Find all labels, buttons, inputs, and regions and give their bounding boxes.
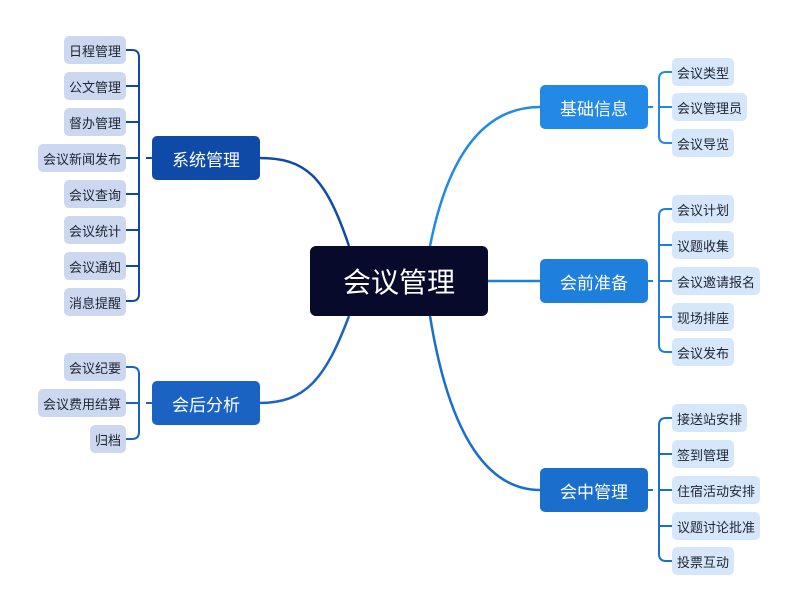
leaf-voting[interactable]: 投票互动 [672, 547, 735, 575]
leaf-topic-approval[interactable]: 议题讨论批准 [672, 512, 761, 540]
branch-in-meeting[interactable]: 会中管理 [540, 468, 648, 512]
bracket-during [647, 417, 672, 562]
leaf-meeting-type[interactable]: 会议类型 [672, 58, 735, 86]
leaf-message-reminder[interactable]: 消息提醒 [63, 288, 126, 316]
leaf-meeting-publish[interactable]: 会议发布 [672, 338, 735, 366]
connector-root-during [428, 315, 541, 492]
leaf-topic-collection[interactable]: 议题收集 [672, 231, 735, 259]
leaf-supervision[interactable]: 督办管理 [63, 108, 126, 136]
branch-pre-meeting[interactable]: 会前准备 [540, 259, 648, 303]
bracket-pre [647, 208, 672, 353]
leaf-archive[interactable]: 归档 [89, 425, 126, 453]
connector-root-basic [428, 105, 541, 247]
leaf-meeting-guide[interactable]: 会议导览 [672, 129, 735, 157]
leaf-seating[interactable]: 现场排座 [672, 303, 735, 331]
branch-system-management[interactable]: 系统管理 [152, 136, 260, 180]
leaf-expense-settlement[interactable]: 会议费用结算 [37, 389, 126, 417]
leaf-transfer-arrangement[interactable]: 接送站安排 [672, 404, 748, 432]
leaf-meeting-admin[interactable]: 会议管理员 [672, 93, 748, 121]
leaf-minutes[interactable]: 会议纪要 [63, 353, 126, 381]
leaf-meeting-query[interactable]: 会议查询 [63, 180, 126, 208]
leaf-meeting-stats[interactable]: 会议统计 [63, 216, 126, 244]
leaf-invitation-signup[interactable]: 会议邀请报名 [672, 267, 761, 295]
connector-root-system [258, 156, 351, 247]
leaf-meeting-notice[interactable]: 会议通知 [63, 252, 126, 280]
bracket-post [126, 366, 152, 440]
bracket-basic [647, 71, 672, 144]
branch-post-analysis[interactable]: 会后分析 [152, 381, 260, 425]
leaf-accommodation[interactable]: 住宿活动安排 [672, 476, 761, 504]
leaf-documents[interactable]: 公文管理 [63, 72, 126, 100]
bracket-system [126, 49, 152, 302]
leaf-schedule[interactable]: 日程管理 [63, 36, 126, 64]
root-node[interactable]: 会议管理 [310, 246, 488, 316]
connector-root-post [258, 315, 351, 405]
leaf-checkin[interactable]: 签到管理 [672, 440, 735, 468]
leaf-news-publish[interactable]: 会议新闻发布 [37, 144, 126, 172]
leaf-meeting-plan[interactable]: 会议计划 [672, 195, 735, 223]
branch-basic-info[interactable]: 基础信息 [540, 85, 648, 129]
